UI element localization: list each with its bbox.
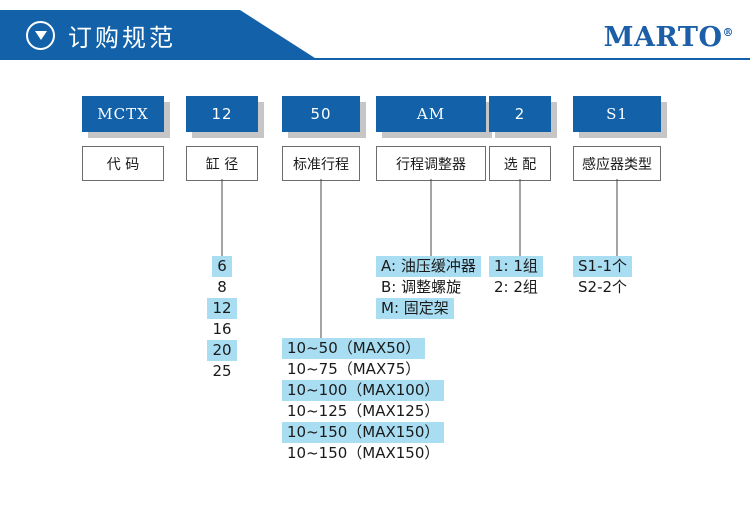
option-label: B: 调整螺旋 — [381, 278, 462, 296]
code-chip-adjuster[interactable]: AM — [376, 96, 486, 132]
option-item[interactable]: 12 — [186, 298, 258, 319]
connector-line-sensor — [616, 179, 618, 256]
option-item[interactable]: B: 调整螺旋 — [376, 277, 486, 298]
option-label: S2-2个 — [578, 278, 628, 296]
connector-line-bore — [221, 179, 223, 256]
option-item[interactable]: 10~150（MAX150） — [282, 422, 445, 443]
header-content: 订购规范 — [0, 10, 176, 60]
option-label: M: 固定架 — [376, 298, 454, 319]
option-list-stroke: 10~50（MAX50）10~75（MAX75）10~100（MAX100）10… — [282, 338, 445, 464]
connector-line-adjuster — [430, 179, 432, 256]
header-rule — [0, 58, 750, 60]
option-label: 16 — [212, 320, 232, 338]
option-item[interactable]: A: 油压缓冲器 — [376, 256, 486, 277]
option-item[interactable]: 6 — [186, 256, 258, 277]
option-item[interactable]: 20 — [186, 340, 258, 361]
option-item[interactable]: 10~75（MAX75） — [282, 359, 420, 380]
option-label: 2: 2组 — [494, 278, 538, 296]
name-box-code: 代 码 — [82, 146, 164, 181]
name-box-sensor: 感应器类型 — [573, 146, 661, 181]
option-label: 12 — [207, 298, 237, 319]
registered-trademark-icon: ® — [722, 26, 734, 39]
option-item[interactable]: 2: 2组 — [489, 277, 551, 298]
option-label: 8 — [217, 278, 227, 296]
option-label: S1-1个 — [573, 256, 633, 277]
spec-column-stroke: 50 标准行程 10~50（MAX50）10~75（MAX75） 10~100（MAX… — [282, 96, 445, 462]
option-label: 10~150（MAX150） — [287, 444, 440, 462]
spec-column-code: MCTX 代 码 — [82, 96, 164, 181]
name-box-adjuster: 行程调整器 — [376, 146, 486, 181]
name-box-optional: 选 配 — [489, 146, 551, 181]
code-chip-code[interactable]: MCTX — [82, 96, 164, 132]
option-item[interactable]: S2-2个 — [573, 277, 661, 298]
connector-line-optional — [519, 179, 521, 256]
option-label: 1: 1组 — [489, 256, 543, 277]
option-label: 10~100（MAX100） — [282, 380, 445, 401]
option-label: 10~75（MAX75） — [287, 360, 421, 378]
brand-logo-text: MARTO — [603, 22, 723, 53]
option-item[interactable]: M: 固定架 — [376, 298, 486, 319]
option-item[interactable]: S1-1个 — [573, 256, 661, 277]
option-item[interactable]: 25 — [186, 361, 258, 382]
name-box-stroke: 标准行程 — [282, 146, 360, 181]
option-item[interactable]: 10~50（MAX50） — [282, 338, 426, 359]
option-item[interactable]: 1: 1组 — [489, 256, 551, 277]
option-label: 10~125（MAX125） — [287, 402, 440, 420]
code-chip-optional[interactable]: 2 — [489, 96, 551, 132]
page-title: 订购规范 — [68, 23, 176, 52]
option-label: 20 — [207, 340, 237, 361]
connector-line-stroke — [320, 179, 322, 338]
option-label: 6 — [212, 256, 232, 277]
option-label: 10~50（MAX50） — [282, 338, 426, 359]
option-label: A: 油压缓冲器 — [376, 256, 481, 277]
option-item[interactable]: 10~125（MAX125） — [282, 401, 439, 422]
option-label: 10~150（MAX150） — [282, 422, 445, 443]
brand-logo: MARTO® — [604, 22, 734, 53]
code-chip-stroke[interactable]: 50 — [282, 96, 360, 132]
name-box-bore: 缸 径 — [186, 146, 258, 181]
option-item[interactable]: 10~150（MAX150） — [282, 443, 439, 464]
option-item[interactable]: 16 — [186, 319, 258, 340]
option-item[interactable]: 10~100（MAX100） — [282, 380, 445, 401]
circle-down-triangle-icon — [26, 20, 55, 50]
option-label: 25 — [212, 362, 232, 380]
option-item[interactable]: 8 — [186, 277, 258, 298]
code-chip-sensor[interactable]: S1 — [573, 96, 661, 132]
code-chip-bore[interactable]: 12 — [186, 96, 258, 132]
